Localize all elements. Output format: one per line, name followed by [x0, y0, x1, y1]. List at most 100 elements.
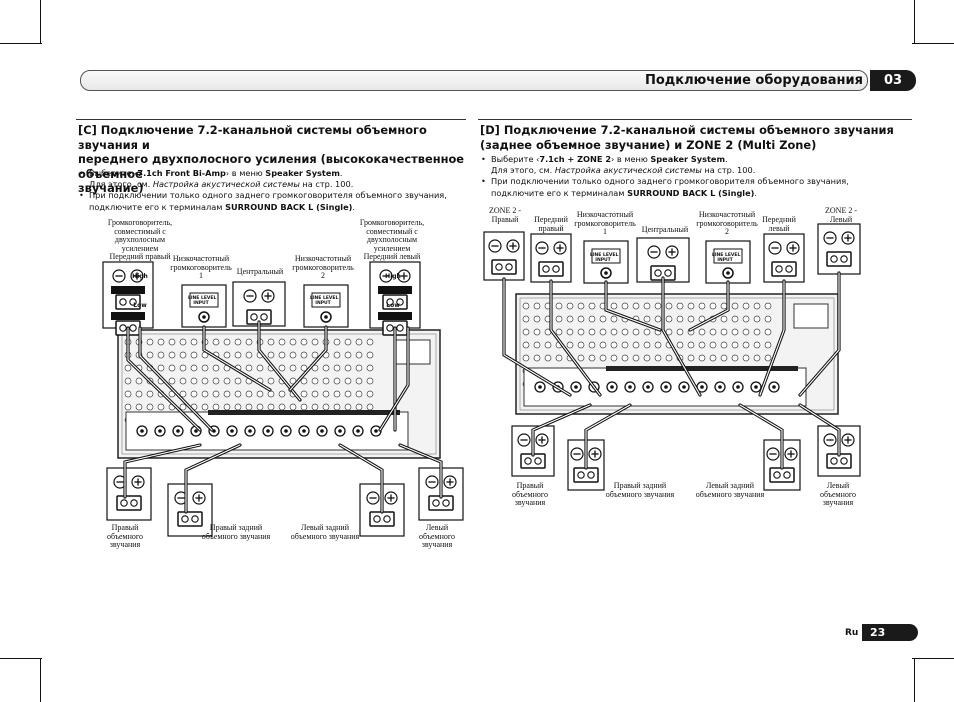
speaker-front-left-c-high-label-bg: [378, 286, 412, 294]
receiver-c-jack: [256, 390, 264, 398]
speaker-front-right-d-post: [552, 265, 560, 273]
speaker-front-left-d-post: [775, 265, 783, 273]
receiver-d-jack: [577, 354, 585, 362]
wire-fr-c-core: [127, 327, 201, 431]
receiver-d-jack: [654, 302, 662, 310]
speaker-front-right-c-high-post: [129, 298, 137, 306]
receiver-c-jack: [179, 403, 187, 411]
label-zone2-left: ZONE 2 -Левый: [825, 206, 857, 224]
receiver-c-jack: [179, 390, 187, 398]
wire-sw1-d-core: [605, 281, 661, 331]
receiver-c-jack: [190, 364, 198, 372]
speaker-left-surround-c-post: [442, 499, 450, 507]
receiver-c-jack: [366, 403, 374, 411]
receiver-c-jack: [157, 351, 165, 359]
receiver-c-jack: [344, 403, 352, 411]
speaker-center-c-post: [260, 313, 268, 321]
receiver-c-jack: [355, 390, 363, 398]
wire-fl-d-core: [759, 280, 785, 396]
receiver-c-jack: [157, 403, 165, 411]
receiver-d-jack: [566, 341, 574, 349]
label-center-c: Центральный: [236, 267, 284, 276]
wire-ls-d-core: [799, 404, 840, 456]
receiver-d-jack: [555, 328, 563, 336]
receiver-d-speaker-post-center: [646, 385, 650, 389]
receiver-c-jack: [135, 403, 143, 411]
receiver-c-jack: [212, 364, 220, 372]
speaker-center-d-post: [654, 269, 662, 277]
speaker-front-right-d-post: [542, 265, 550, 273]
receiver-d-jack: [676, 315, 684, 323]
receiver-d-jack: [522, 315, 530, 323]
receiver-c-jack: [201, 403, 209, 411]
label-low-left: Low: [386, 302, 400, 309]
receiver-c-jack: [344, 364, 352, 372]
receiver-d-jack: [654, 315, 662, 323]
receiver-d-jack: [764, 302, 772, 310]
receiver-c-jack: [322, 364, 330, 372]
speaker-zone2-right-post: [495, 263, 503, 271]
receiver-c-jack: [245, 364, 253, 372]
receiver-d-jack: [588, 328, 596, 336]
receiver-d-jack: [676, 341, 684, 349]
receiver-c-jack: [267, 338, 275, 346]
speaker-left-surround-back-d-post: [783, 471, 791, 479]
receiver-c-jack: [333, 338, 341, 346]
receiver-c-jack: [146, 403, 154, 411]
receiver-d-speaker-post-center: [574, 385, 578, 389]
receiver-d-jack: [588, 315, 596, 323]
receiver-c-jack: [179, 377, 187, 385]
receiver-d-jack: [720, 302, 728, 310]
speaker-front-left-c-low-post: [386, 324, 394, 332]
receiver-d-jack: [555, 302, 563, 310]
receiver-d-speaker-post-center: [610, 385, 614, 389]
receiver-c-jack: [333, 390, 341, 398]
receiver-d-terminal-header: [606, 366, 798, 371]
receiver-c-jack: [311, 364, 319, 372]
receiver-c-speaker-post-center: [194, 429, 198, 433]
receiver-c-jack: [223, 377, 231, 385]
speaker-front-right-c-high-label-bg: [111, 286, 145, 294]
receiver-c-jack: [179, 351, 187, 359]
receiver-c-jack: [234, 377, 242, 385]
receiver-c-jack: [366, 338, 374, 346]
receiver-d-jack: [753, 302, 761, 310]
receiver-d-jack: [566, 328, 574, 336]
receiver-c-jack: [234, 390, 242, 398]
receiver-c-jack: [311, 351, 319, 359]
receiver-c-speaker-post-center: [158, 429, 162, 433]
subwoofer2-d-rca-pin: [726, 271, 730, 275]
subwoofer1-c-label-box: [189, 292, 219, 308]
wire-sw1-c-core: [203, 326, 271, 391]
receiver-c-speaker-post-center: [374, 429, 378, 433]
receiver-c-jack: [245, 338, 253, 346]
receiver-d-jack: [665, 315, 673, 323]
receiver-d-jack: [599, 328, 607, 336]
receiver-d-jack: [599, 354, 607, 362]
receiver-c-jack: [212, 403, 220, 411]
wire-ls-c-core: [399, 444, 442, 498]
subwoofer1-d-label-box: [591, 248, 621, 264]
receiver-d-jack: [621, 328, 629, 336]
receiver-c-jack: [366, 351, 374, 359]
receiver-d-jack: [753, 341, 761, 349]
receiver-c-jack: [212, 390, 220, 398]
receiver-d-jack: [632, 354, 640, 362]
receiver-c-jack: [344, 390, 352, 398]
receiver-c-speaker-post-center: [176, 429, 180, 433]
crop-mark: [40, 0, 41, 44]
speaker-front-right-c-high-post: [119, 298, 127, 306]
receiver-c-jack: [278, 351, 286, 359]
receiver-c-speaker-post-center: [248, 429, 252, 433]
receiver-d-jack: [577, 315, 585, 323]
receiver-c-jack: [245, 390, 253, 398]
speaker-left-surround-c-post: [432, 499, 440, 507]
receiver-d-jack: [665, 328, 673, 336]
